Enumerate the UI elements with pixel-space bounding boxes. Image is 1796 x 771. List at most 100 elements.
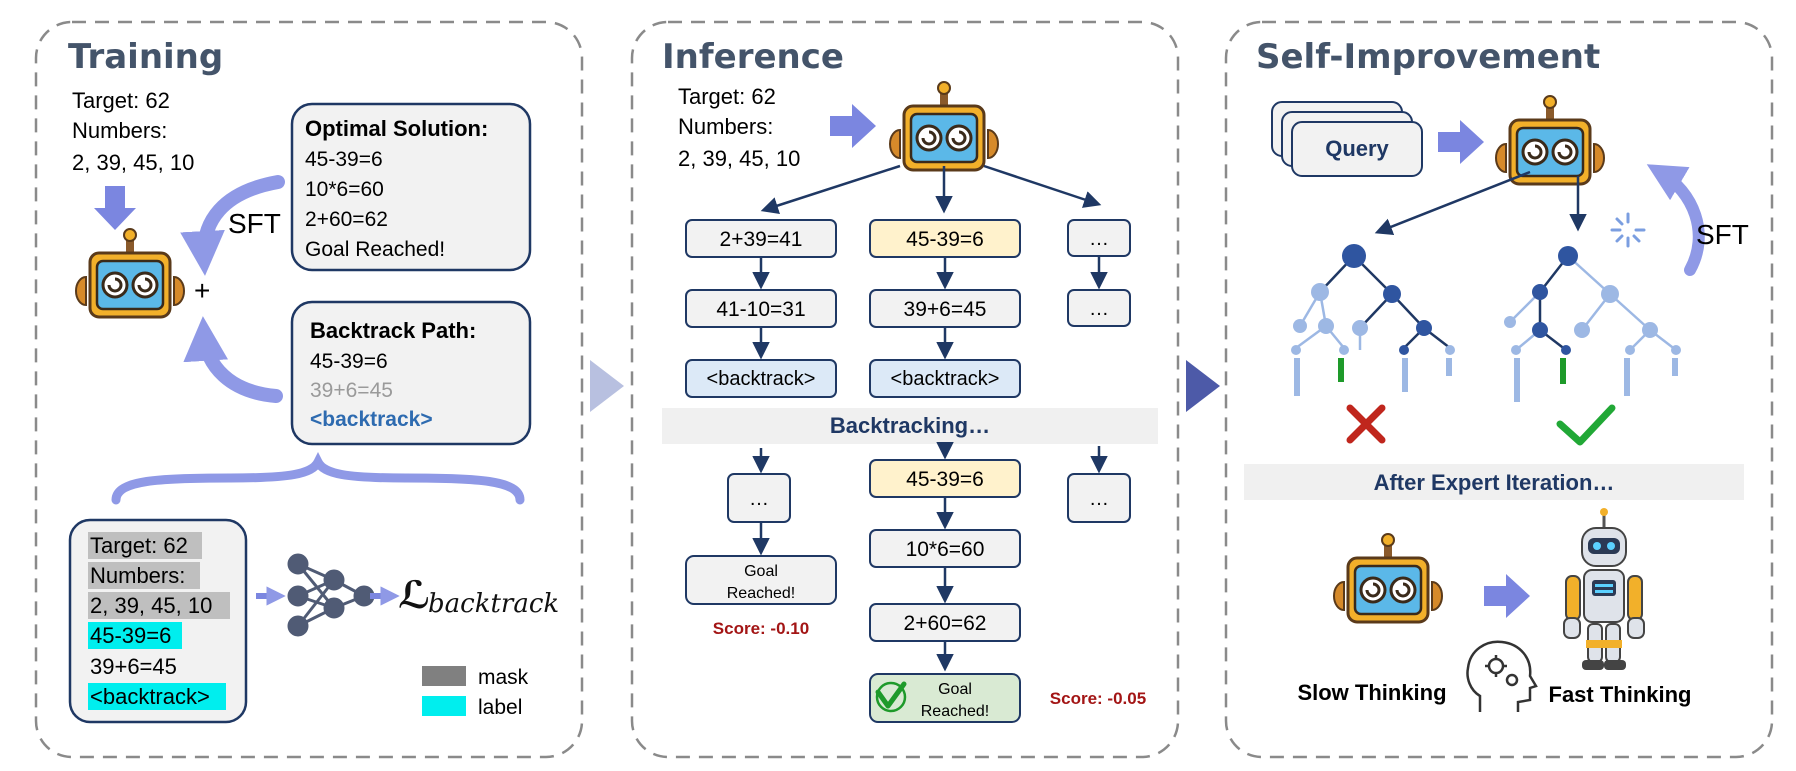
training-sft-label: SFT bbox=[228, 208, 281, 239]
backtracking-banner-text: Backtracking… bbox=[830, 413, 990, 438]
sequence-line-1: Target: 62 bbox=[90, 533, 188, 558]
inference-robot-icon bbox=[888, 80, 1000, 172]
inference-col1-text-2: 41-10=31 bbox=[716, 298, 805, 321]
mask-highlight-3 bbox=[88, 592, 230, 619]
inference-panel bbox=[630, 20, 1180, 759]
inference-col1-text-3: <backtrack> bbox=[707, 368, 816, 390]
query-label: Query bbox=[1325, 136, 1389, 161]
goal-box-1-line-1: Goal bbox=[744, 563, 778, 580]
legend-mask-label: mask bbox=[478, 666, 529, 689]
training-input-line-1: Target: 62 bbox=[72, 88, 170, 113]
slow-robot-icon bbox=[1332, 532, 1444, 624]
sequence-line-2: Numbers: bbox=[90, 563, 185, 588]
inference-input-line-1: Target: 62 bbox=[678, 84, 776, 109]
brain-gear-icon bbox=[1466, 640, 1538, 712]
score-2: Score: -0.05 bbox=[1050, 689, 1146, 708]
optimal-line-1: 45-39=6 bbox=[305, 148, 383, 171]
goal-box-2-line-1: Goal bbox=[938, 681, 972, 698]
inference-col2-box-3 bbox=[869, 359, 1021, 398]
low-col3-text: … bbox=[1089, 488, 1109, 510]
label-highlight-1 bbox=[88, 622, 182, 649]
low-col2-text-2: 10*6=60 bbox=[906, 538, 985, 561]
branch-arrow-left bbox=[760, 164, 901, 215]
backtrack-line-3: <backtrack> bbox=[310, 408, 433, 431]
training-title: Training bbox=[68, 37, 223, 77]
score-1: Score: -0.10 bbox=[713, 619, 809, 638]
chevron-right-icon bbox=[590, 360, 624, 412]
inference-col3-text-2: … bbox=[1089, 298, 1109, 320]
inference-col2-text-2: 39+6=45 bbox=[904, 298, 987, 321]
plus-sign: + bbox=[194, 275, 210, 306]
mask-highlight-2 bbox=[88, 562, 200, 589]
self-sft-curved-arrow-icon bbox=[1646, 164, 1705, 276]
backtrack-curved-arrow-icon bbox=[183, 316, 283, 403]
search-tree-success bbox=[1504, 246, 1681, 402]
loss-symbol: ℒ bbox=[398, 573, 431, 617]
low-col2-text-3: 2+60=62 bbox=[904, 612, 987, 635]
inference-col1-text-1: 2+39=41 bbox=[720, 228, 803, 251]
backtrack-path-box bbox=[290, 300, 532, 446]
backtrack-path-heading: Backtrack Path: bbox=[310, 318, 476, 343]
low-col2-text-1: 45-39=6 bbox=[906, 468, 984, 491]
legend-label-label: label bbox=[478, 696, 522, 719]
cross-icon bbox=[1346, 404, 1386, 444]
expert-iteration-banner bbox=[1244, 464, 1744, 500]
inference-input-line-2: Numbers: bbox=[678, 114, 773, 139]
neural-network-icon bbox=[287, 553, 375, 637]
low-col1-box bbox=[727, 473, 791, 523]
loss-subscript: backtrack bbox=[428, 589, 559, 619]
low-col1-text: … bbox=[749, 488, 769, 510]
optimal-solution-box bbox=[290, 102, 532, 272]
inference-col2-text-1: 45-39=6 bbox=[906, 228, 984, 251]
slow-to-fast-arrow-icon bbox=[1484, 574, 1530, 618]
backtrack-line-1: 45-39=6 bbox=[310, 350, 388, 373]
goal-box-2-line-2: Reached! bbox=[921, 703, 990, 720]
robot-icon bbox=[74, 227, 186, 319]
self-improvement-robot-icon bbox=[1494, 94, 1606, 186]
mask-highlight-1 bbox=[88, 532, 202, 559]
optimal-line-3: 2+60=62 bbox=[305, 208, 388, 231]
goal-box-2 bbox=[869, 673, 1021, 723]
goal-box-1 bbox=[685, 555, 837, 605]
goal-box-1-line-2: Reached! bbox=[727, 585, 796, 602]
legend-label-swatch bbox=[422, 696, 466, 716]
goal-check-circle-icon bbox=[875, 681, 907, 713]
curly-brace-icon bbox=[111, 451, 525, 505]
query-card bbox=[1291, 121, 1423, 177]
chevron-right-dark-icon bbox=[1186, 360, 1220, 412]
backtrack-line-2: 39+6=45 bbox=[310, 379, 393, 402]
down-arrow-icon bbox=[94, 186, 136, 230]
inference-col3-box-2 bbox=[1067, 289, 1131, 327]
inference-title: Inference bbox=[662, 37, 844, 77]
search-tree-failed bbox=[1291, 244, 1455, 396]
query-arrow-icon bbox=[1438, 120, 1484, 164]
check-icon bbox=[1556, 404, 1616, 446]
sequence-line-6: <backtrack> bbox=[90, 684, 210, 709]
self-sft-label: SFT bbox=[1696, 219, 1749, 250]
inference-col1-box-3 bbox=[685, 359, 837, 398]
goal-check-icon bbox=[875, 681, 907, 709]
sequence-line-5: 39+6=45 bbox=[90, 654, 177, 679]
inference-input-line-3: 2, 39, 45, 10 bbox=[678, 146, 800, 171]
inference-col2-text-3: <backtrack> bbox=[891, 368, 1000, 390]
self-improvement-panel bbox=[1224, 20, 1774, 759]
humanoid-robot-icon bbox=[1563, 508, 1645, 670]
optimal-line-2: 10*6=60 bbox=[305, 178, 384, 201]
tree-branch-left bbox=[1374, 170, 1531, 235]
slow-thinking-label: Slow Thinking bbox=[1297, 680, 1446, 705]
loading-spinner-icon bbox=[1610, 212, 1646, 248]
optimal-line-4: Goal Reached! bbox=[305, 238, 445, 261]
training-input-line-3: 2, 39, 45, 10 bbox=[72, 150, 194, 175]
sequence-line-4: 45-39=6 bbox=[90, 623, 171, 648]
training-input-line-2: Numbers: bbox=[72, 118, 167, 143]
sequence-line-3: 2, 39, 45, 10 bbox=[90, 593, 212, 618]
backtracking-banner bbox=[662, 408, 1158, 444]
branch-arrow-right bbox=[983, 164, 1102, 208]
sft-curved-arrow-icon bbox=[180, 175, 285, 276]
inference-right-arrow-icon bbox=[830, 104, 876, 148]
training-panel bbox=[34, 20, 584, 759]
inference-col3-text-1: … bbox=[1089, 228, 1109, 250]
optimal-solution-heading: Optimal Solution: bbox=[305, 116, 488, 141]
